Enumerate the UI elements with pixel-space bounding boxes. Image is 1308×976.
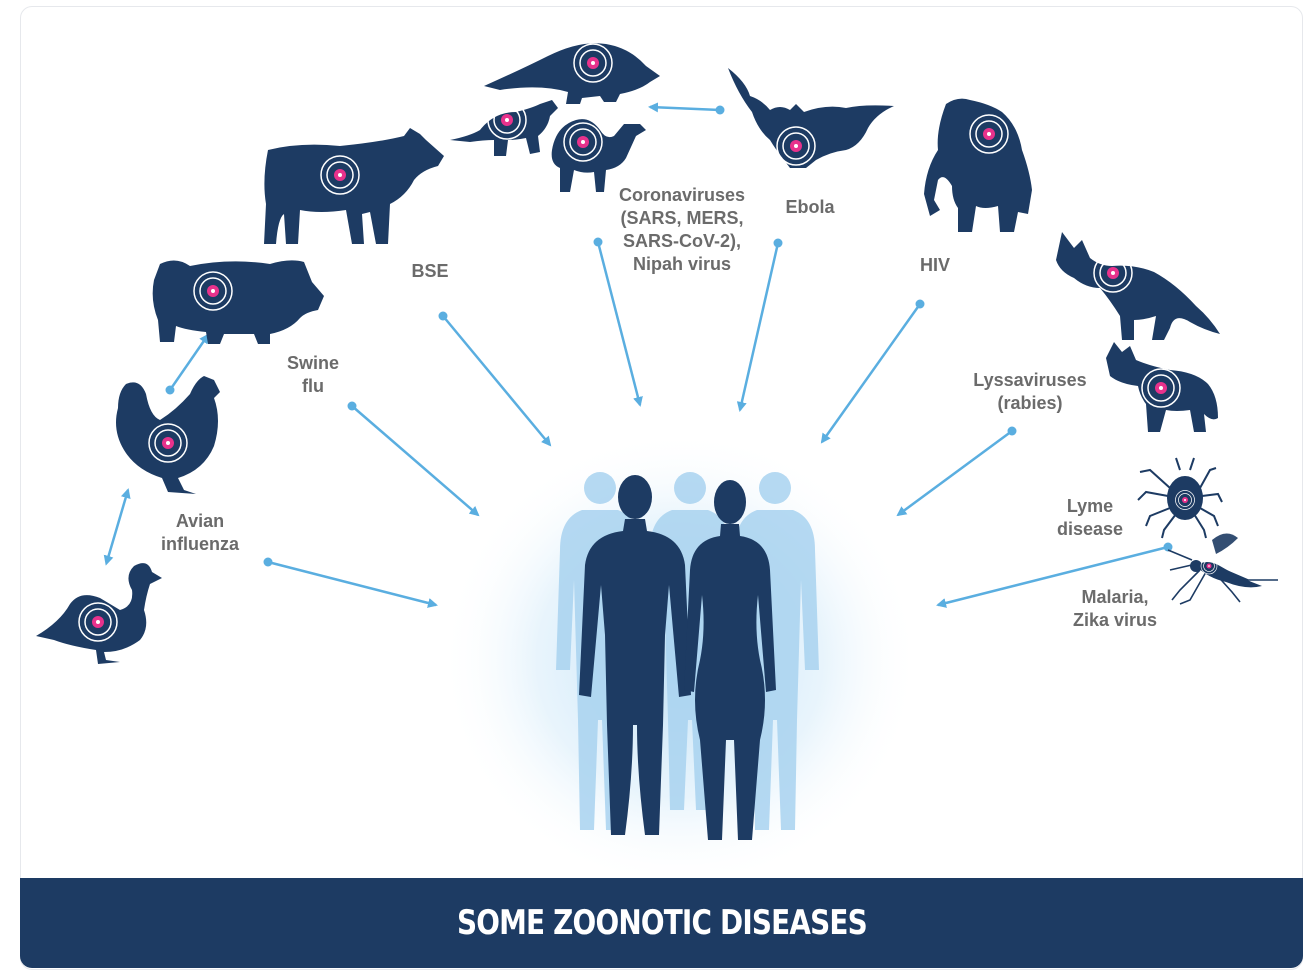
pig-icon [153, 260, 324, 344]
pangolin-icon [484, 43, 660, 104]
label-coronaviruses: Coronaviruses (SARS, MERS, SARS-CoV-2), … [602, 184, 762, 276]
arrow-hiv [822, 304, 920, 442]
label-lyme-disease: Lyme disease [1040, 495, 1140, 541]
chimpanzee-icon [924, 99, 1032, 232]
arrow-bse [443, 316, 550, 445]
bat-icon [728, 68, 894, 168]
label-malaria-zika: Malaria, Zika virus [1050, 586, 1180, 632]
arrow-lyssa [898, 431, 1012, 515]
label-hiv: HIV [900, 254, 970, 277]
label-bse: BSE [395, 260, 465, 283]
label-ebola: Ebola [770, 196, 850, 219]
label-swine-flu: Swine flu [268, 352, 358, 398]
label-avian-influenza: Avian influenza [150, 510, 250, 556]
cow-icon [264, 128, 444, 244]
mosquito-icon [1168, 533, 1278, 604]
title-banner: SOME ZOONOTIC DISEASES [20, 878, 1303, 968]
dog-icon [1106, 342, 1218, 432]
humans-group [440, 430, 920, 890]
arrow-swine [352, 406, 478, 515]
camel-icon [552, 119, 646, 192]
fox-icon [1056, 232, 1220, 340]
arrow-duck-chicken [108, 490, 128, 558]
arrow-avian [268, 562, 436, 605]
diagram-title: SOME ZOONOTIC DISEASES [457, 903, 867, 943]
civet-icon [450, 100, 558, 156]
label-lyssaviruses: Lyssaviruses (rabies) [955, 369, 1105, 415]
arrow-bat-pangolin [650, 107, 720, 110]
duck-icon [36, 563, 162, 664]
tick-icon [1138, 458, 1222, 538]
